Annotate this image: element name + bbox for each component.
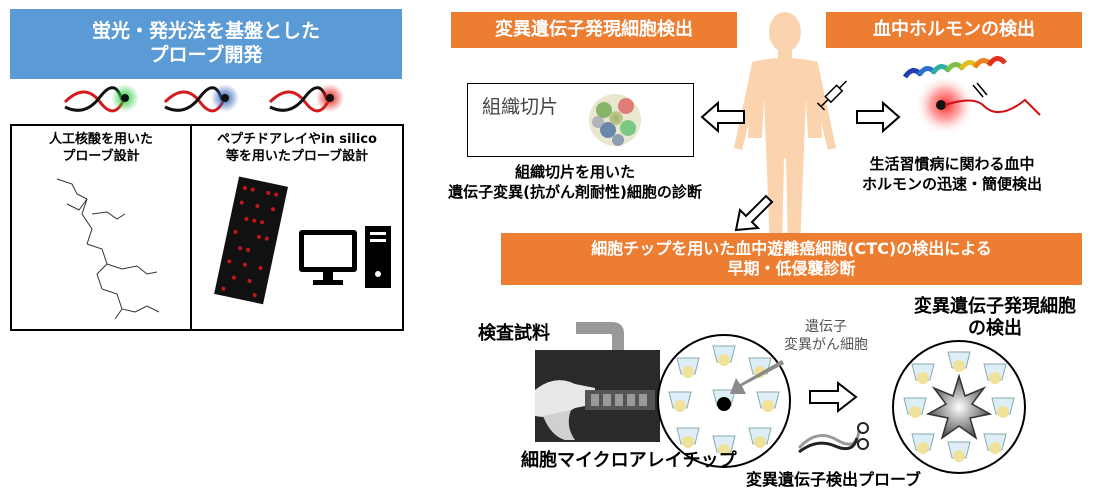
peptide-array-caption-line1: ペプチドアレイやin silico [217, 132, 377, 147]
probe-development-title-line2: プローブ開発 [149, 44, 263, 66]
arrow-left-icon [700, 100, 745, 134]
probe-development-banner: 蛍光・発光法を基盤とした プローブ開発 [10, 9, 402, 79]
nucleic-acid-caption-line1: 人工核酸を用いた [48, 132, 153, 147]
detection-result-label-line1: 変異遺伝子発現細胞 [914, 296, 1076, 317]
mutant-cell-label: 遺伝子 変異がん細胞 [776, 318, 876, 354]
probe-icons [63, 84, 344, 113]
ctc-banner-line2: 早期・低侵襲診断 [727, 259, 856, 278]
peptide-array-panel: ペプチドアレイやin silico 等を用いたプローブ設計 [190, 124, 404, 331]
tissue-caption-line1: 組織切片を用いた [514, 163, 635, 181]
syringe-icon [816, 80, 848, 111]
hormone-probe-icon [902, 56, 1041, 135]
nucleic-acid-caption-line2: プローブ設計 [62, 148, 140, 164]
nucleic-acid-panel: 人工核酸を用いた プローブ設計 [10, 124, 192, 331]
hormone-caption-line2: ホルモンの迅速・簡便検出 [861, 174, 1042, 193]
hormone-detection-banner: 血中ホルモンの検出 [826, 12, 1082, 48]
tissue-detection-banner: 変異遺伝子発現細胞検出 [451, 12, 737, 48]
cell-wells-after-icon [892, 340, 1026, 474]
probe-blue-icon [163, 84, 239, 113]
nucleic-acid-caption: 人工核酸を用いた プローブ設計 [12, 132, 190, 166]
detection-result-label-line2: の検出 [968, 317, 1022, 339]
tissue-section-box: 組織切片 [467, 83, 694, 157]
probe-development-title-line1: 蛍光・発光法を基盤とした [91, 20, 320, 43]
microarray-chip-photo [535, 350, 660, 442]
computer-icon [299, 226, 391, 288]
hormone-caption: 生活習慣病に関わる血中 ホルモンの迅速・簡便検出 [832, 155, 1072, 194]
probe-green-icon [63, 84, 139, 113]
mutant-cell-label-line2: 変異がん細胞 [784, 337, 868, 354]
peptide-array-caption-line2: 等を用いたプローブ設計 [225, 148, 369, 164]
tissue-caption: 組織切片を用いた 遺伝子変異(抗がん剤耐性)細胞の診断 [415, 163, 735, 202]
cell-microarray-chip-label: 細胞マイクロアレイチップ [521, 450, 737, 471]
detection-result-label: 変異遺伝子発現細胞 の検出 [900, 296, 1090, 339]
chemical-structure-icon [56, 178, 160, 320]
peptide-array-caption: ペプチドアレイやin silico 等を用いたプローブ設計 [192, 132, 402, 166]
arrow-down-left-icon [734, 194, 774, 232]
tissue-caption-line2: 遺伝子変異(抗がん剤耐性)細胞の診断 [448, 182, 702, 201]
human-body-icon [734, 12, 836, 248]
ctc-banner-line1: 細胞チップを用いた血中遊離癌細胞(CTC)の検出による [591, 239, 992, 258]
glove-hand-icon [535, 380, 655, 440]
mutant-gene-probe-label: 変異遺伝子検出プローブ [746, 470, 922, 489]
test-sample-label: 検査試料 [478, 323, 550, 344]
detection-probe-icon [797, 422, 869, 454]
cell-wells-before-icon [657, 334, 791, 468]
mutant-cell-label-line1: 遺伝子 [805, 319, 847, 335]
process-arrow-icon [809, 380, 858, 414]
hormone-caption-line1: 生活習慣病に関わる血中 [869, 155, 1035, 173]
ctc-detection-banner: 細胞チップを用いた血中遊離癌細胞(CTC)の検出による 早期・低侵襲診断 [501, 233, 1082, 285]
tissue-cells-icon [589, 94, 641, 146]
arrow-right-icon [856, 100, 901, 134]
probe-red-icon [268, 84, 344, 113]
tissue-section-label: 組織切片 [482, 96, 559, 118]
mutant-pointer-arrow-icon [730, 360, 784, 394]
peptide-array-image-icon [214, 176, 288, 305]
